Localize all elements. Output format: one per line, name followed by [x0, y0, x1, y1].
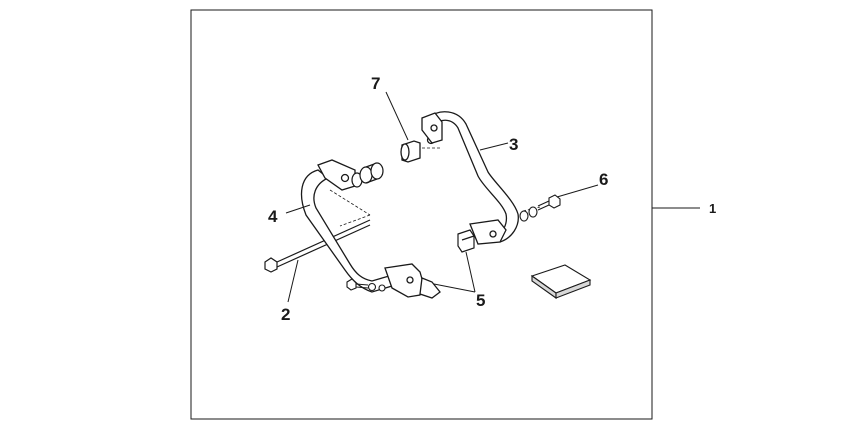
- small-bolt-set: [346, 278, 386, 292]
- long-bolt: [264, 219, 371, 273]
- diagram-frame: [190, 9, 653, 420]
- right-guard-bar: [421, 111, 519, 245]
- instruction-booklet: [530, 264, 592, 300]
- leader-6: [556, 184, 599, 198]
- callout-leaders: [285, 91, 599, 303]
- callout-2: 2: [281, 305, 290, 324]
- mount-bracket: [457, 229, 475, 253]
- assembly-number-label: 1: [709, 201, 716, 216]
- assembly-guide-lines: [329, 147, 541, 227]
- callout-3: 3: [509, 135, 518, 154]
- callout-7: 7: [371, 74, 380, 93]
- cylinder-spacer: [400, 135, 436, 163]
- left-guard-bar: [300, 159, 441, 299]
- top-spacers: [351, 162, 384, 188]
- callout-5: 5: [476, 291, 485, 310]
- callout-4: 4: [268, 207, 278, 226]
- side-bolt-set: [519, 194, 561, 222]
- leader-2: [287, 259, 299, 303]
- leader-3: [479, 142, 509, 151]
- leader-4: [285, 204, 311, 214]
- leader-5b: [465, 251, 476, 293]
- callout-6: 6: [599, 170, 608, 189]
- leader-5: [433, 283, 476, 293]
- leader-7: [385, 91, 409, 141]
